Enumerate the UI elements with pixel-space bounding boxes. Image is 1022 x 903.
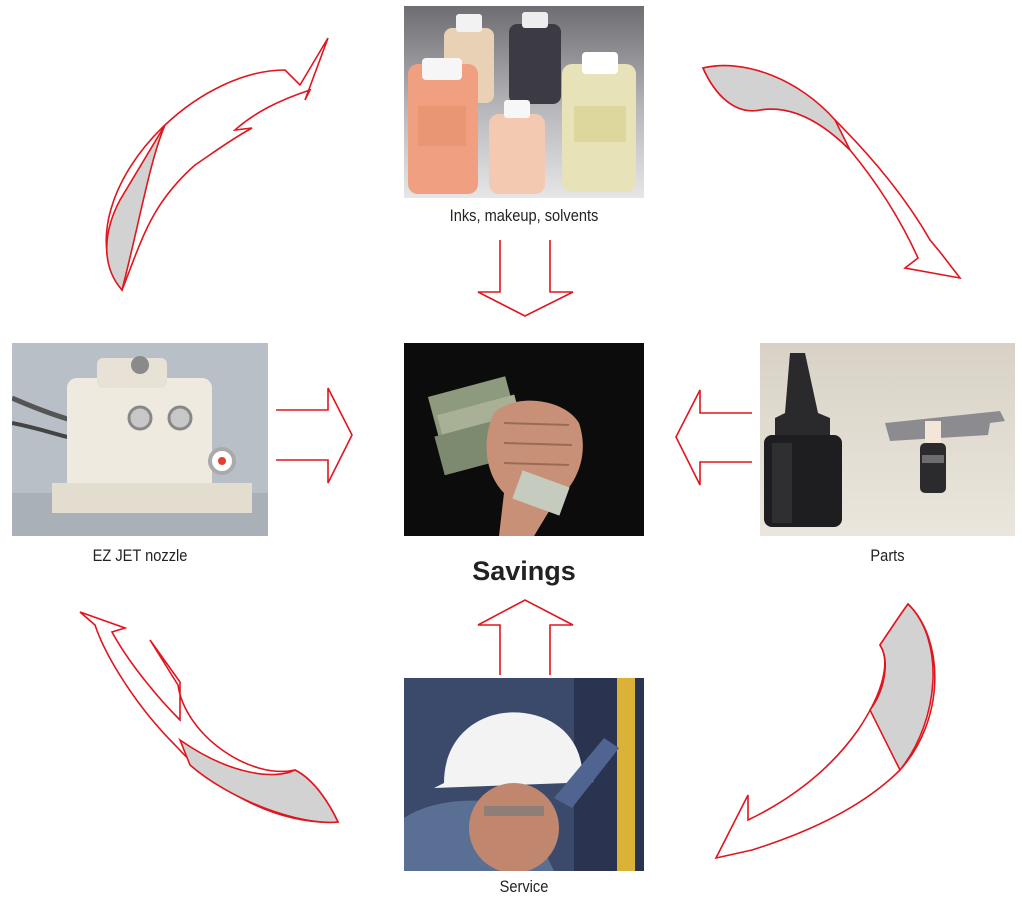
ink-caption: Inks, makeup, solvents (449, 206, 599, 225)
money-in-fist-photo (404, 343, 644, 536)
parts-photo (760, 343, 1015, 536)
arrow-right-icon (276, 387, 353, 484)
service-caption: Service (499, 877, 549, 896)
arrow-left-icon (675, 389, 752, 486)
arrow-up-icon (477, 599, 574, 675)
nozzle-caption: EZ JET nozzle (92, 546, 188, 565)
technician-photo (404, 678, 644, 871)
ink-bottles-photo (404, 6, 644, 198)
arrow-down-icon (477, 240, 574, 317)
curved-arrow-top-left-icon (105, 37, 329, 292)
nozzle-photo (12, 343, 268, 536)
savings-title: Savings (472, 556, 576, 586)
parts-caption: Parts (870, 546, 905, 565)
